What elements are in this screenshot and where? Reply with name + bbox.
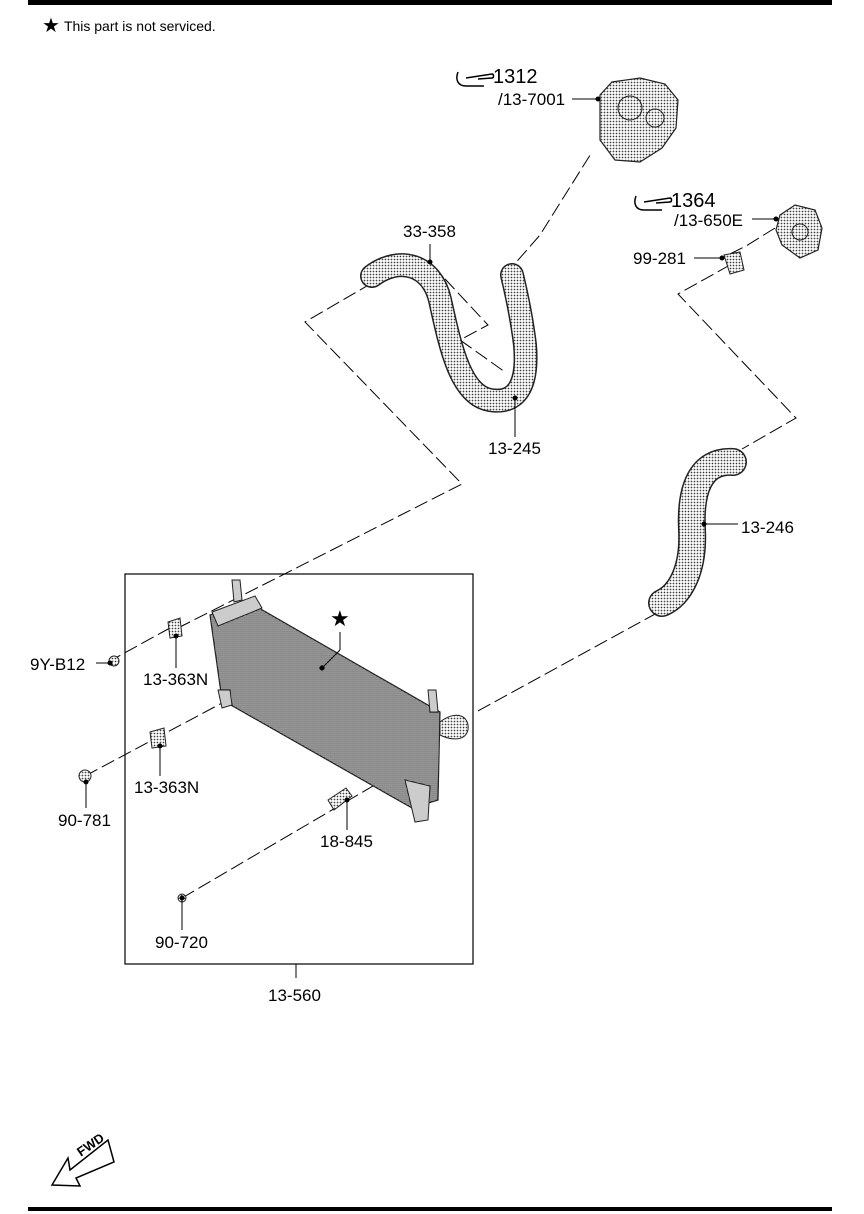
part-label-13-246: 13-246 [741, 518, 794, 537]
ref-1312-main: 1312 [493, 66, 538, 88]
dash-13-246-lower [475, 612, 658, 713]
dash-13-245-lower [177, 282, 463, 629]
ref-1364-main: 1364 [671, 190, 716, 212]
radiator-core [209, 579, 469, 823]
lower-hose-13-246 [649, 449, 746, 616]
top-border [28, 0, 832, 5]
bottom-border [28, 1207, 832, 1211]
leaders [83, 96, 779, 930]
not-serviced-star-icon: ★ [330, 606, 350, 631]
legend-note: ★ This part is not serviced. [42, 15, 216, 37]
part-label-13-245: 13-245 [488, 439, 541, 458]
part-label-9y-b12: 9Y-B12 [30, 655, 86, 674]
drain-18-845 [327, 787, 353, 811]
bushing-13-363n-lower [149, 727, 167, 749]
part-label-13-363n-lower: 13-363N [134, 778, 200, 797]
pointer-hand-icon-1364 [634, 195, 673, 211]
part-label-13-560: 13-560 [268, 986, 321, 1005]
star-icon: ★ [42, 15, 60, 37]
ref-1312-sub: /13-7001 [498, 90, 566, 109]
part-label-90-781: 90-781 [58, 811, 111, 830]
pointer-icons [456, 71, 673, 211]
part-label-90-720: 90-720 [155, 933, 208, 952]
pointer-hand-icon-1312 [456, 71, 495, 87]
legend-note-text: This part is not serviced. [63, 18, 216, 34]
part-label-18-845: 18-845 [320, 832, 373, 851]
dash-to-1312 [504, 151, 593, 276]
fwd-arrow-icon [50, 1138, 115, 1187]
dash-clamp-33-358 [431, 264, 506, 373]
dash-13-246-upper [677, 264, 797, 450]
clamp-99-281 [723, 251, 745, 275]
radiator-box [124, 573, 474, 965]
ref-1364-sub: /13-650E [674, 211, 743, 230]
dash-to-1364 [723, 227, 776, 258]
outlet-fitting [775, 204, 823, 259]
part-label-13-363n-upper: 13-363N [143, 670, 209, 689]
part-label-33-358: 33-358 [403, 222, 456, 241]
upper-hose-13-245 [361, 254, 537, 412]
dash-9y-b12 [107, 627, 171, 663]
part-label-99-281: 99-281 [633, 249, 686, 268]
bushing-13-363n-upper [167, 617, 183, 639]
dash-90-720 [181, 775, 391, 899]
thermostat-housing [599, 77, 679, 163]
